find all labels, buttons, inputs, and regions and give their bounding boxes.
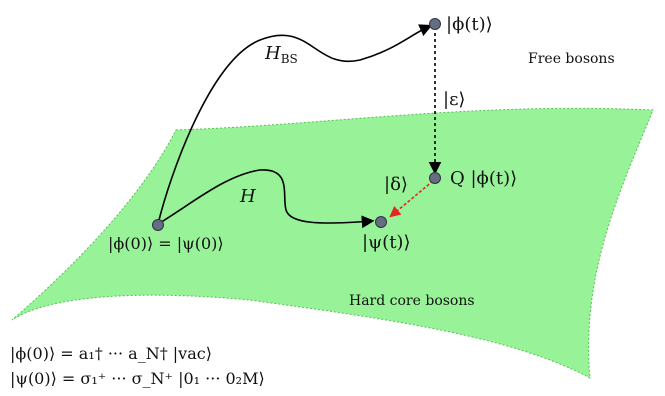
label-initial: |ϕ(0)⟩ = |ψ(0)⟩ [108, 234, 224, 253]
label-delta: |δ⟩ [384, 174, 408, 195]
hbs-evolution-arrow [157, 24, 433, 225]
label-epsilon: |ε⟩ [443, 89, 465, 110]
h-evolution-arrow [157, 169, 375, 229]
equation-line-2: |ψ(0)⟩ = σ₁⁺ ··· σ_N⁺ |0₁ ··· 0₂M⟩ [10, 369, 265, 388]
label-h: H [239, 186, 256, 207]
node-phi-t [429, 18, 441, 30]
equation-line-1: |ϕ(0)⟩ = a₁† ··· a_N† |vac⟩ [10, 344, 212, 363]
label-h-bs: HBS [264, 43, 298, 66]
label-psi-t: |ψ(t)⟩ [362, 232, 410, 253]
label-q-phi-t: Q |ϕ(t)⟩ [450, 168, 517, 189]
node-initial [152, 219, 164, 231]
delta-arrow [389, 180, 434, 218]
node-q-phi-t [429, 172, 441, 184]
label-phi-t: |ϕ(t)⟩ [446, 14, 493, 35]
node-psi-t [375, 216, 387, 228]
region-hardcore-bosons: Hard core bosons [349, 293, 475, 309]
region-free-bosons: Free bosons [528, 51, 615, 67]
